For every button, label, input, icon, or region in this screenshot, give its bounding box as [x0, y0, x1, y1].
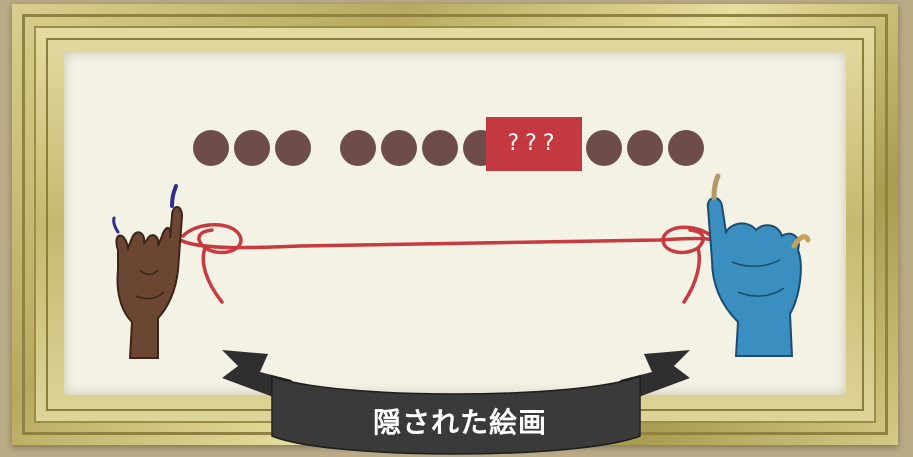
banner-title: 隠された絵画 — [372, 406, 547, 439]
hidden-letter-dot — [668, 130, 704, 166]
hidden-letters-box: ??? — [486, 117, 582, 171]
hidden-letter-dot — [275, 130, 311, 166]
hidden-letter-dot — [193, 130, 229, 166]
hidden-letter-dot — [627, 130, 663, 166]
title-ribbon — [222, 350, 690, 455]
red-thread — [178, 223, 717, 304]
right-hand-icon — [706, 173, 811, 357]
hidden-letter-dot — [234, 130, 270, 166]
left-hand-icon — [112, 184, 184, 359]
hidden-letter-dot — [422, 130, 458, 166]
hidden-letter-dot — [586, 130, 622, 166]
hidden-letter-dot — [381, 130, 417, 166]
hidden-letter-dot — [340, 130, 376, 166]
